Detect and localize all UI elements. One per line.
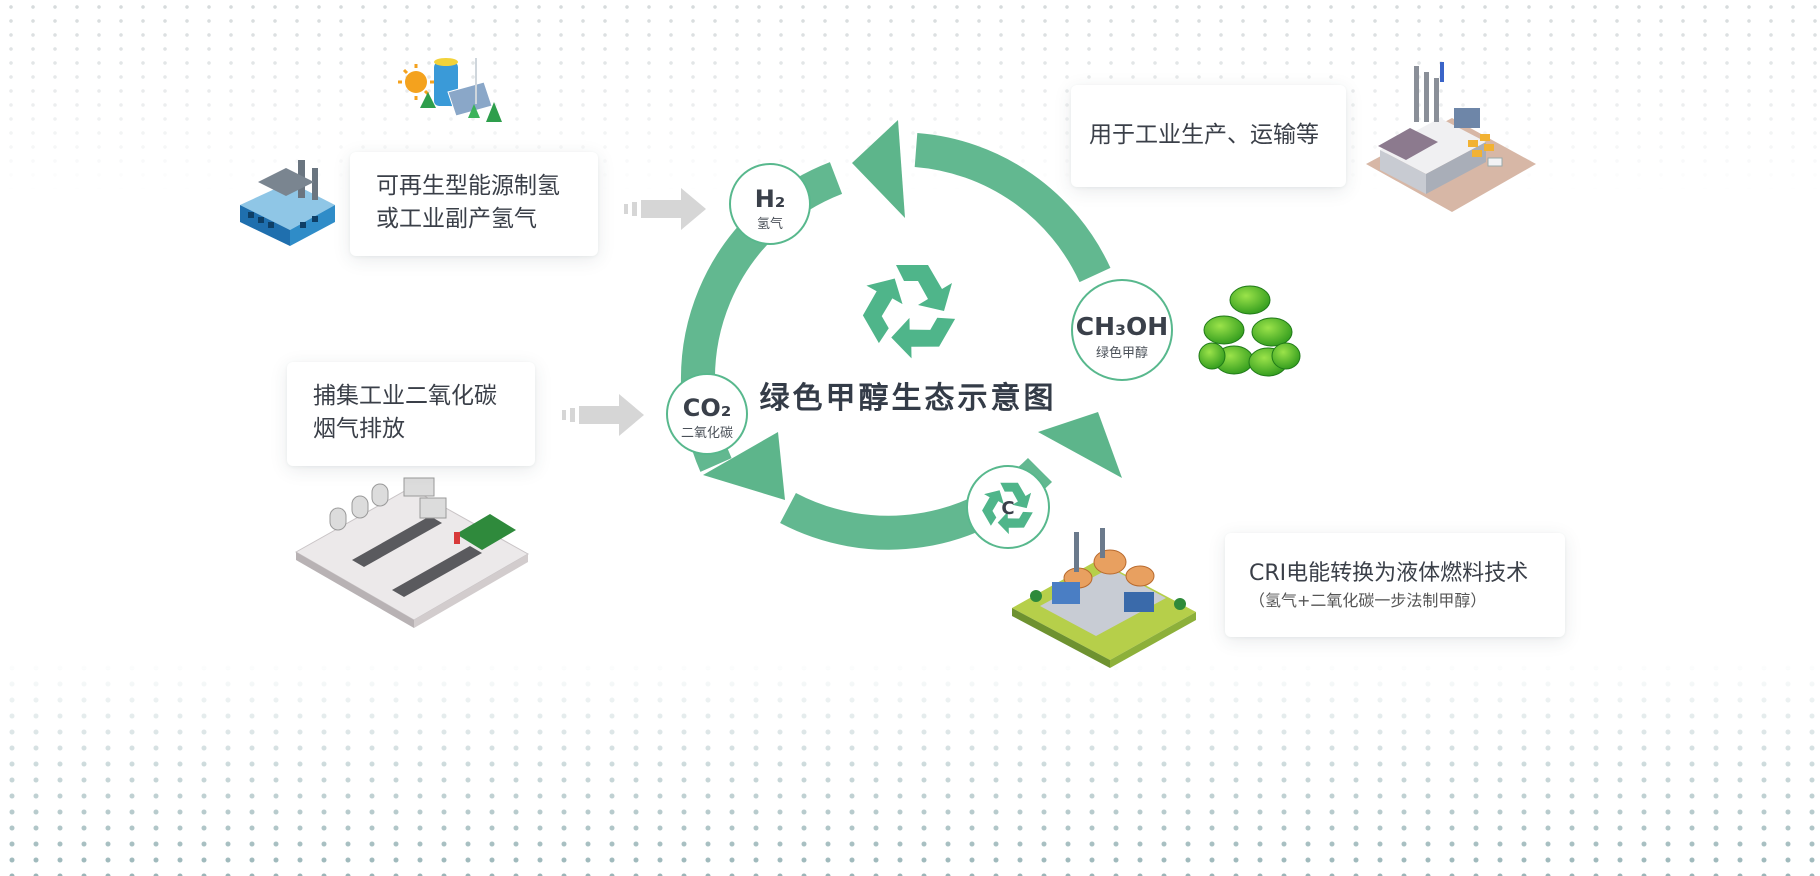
node-methanol: CH₃OH 绿色甲醇 (1071, 279, 1173, 381)
chemical-plant-icon (294, 477, 530, 628)
cycle-arrowheads (703, 120, 1122, 500)
cri-line1: CRI电能转换为液体燃料技术 (1249, 561, 1529, 586)
factory-icon (240, 160, 335, 246)
node-h2-label: 氢气 (757, 216, 783, 232)
refinery-icon (1012, 528, 1196, 668)
cri-line2: （氢气+二氧化碳一步法制甲醇） (1249, 591, 1487, 610)
node-methanol-formula: CH₃OH (1076, 312, 1168, 341)
co2-source-card: 捕集工业二氧化碳 烟气排放 (287, 362, 535, 466)
recycle-icon (850, 265, 956, 368)
node-carbon: C (966, 465, 1050, 549)
h2-source-line2: 或工业副产氢气 (376, 206, 537, 232)
node-co2: CO₂ 二氧化碳 (666, 373, 748, 455)
cri-technology-card: CRI电能转换为液体燃料技术 （氢气+二氧化碳一步法制甲醇） (1225, 533, 1565, 637)
arrowhead-top (852, 120, 905, 218)
node-h2-formula: H₂ (755, 185, 786, 213)
industrial-facility-icon (1366, 62, 1536, 212)
renewable-energy-icon (398, 58, 502, 122)
h2-source-card: 可再生型能源制氢 或工业副产氢气 (350, 152, 598, 256)
diagram-title: 绿色甲醇生态示意图 (760, 381, 1057, 416)
co2-source-line2: 烟气排放 (313, 416, 405, 442)
arrowhead-left (703, 432, 785, 500)
input-arrow-co2 (562, 394, 644, 436)
node-co2-label: 二氧化碳 (681, 426, 733, 441)
node-h2: H₂ 氢气 (729, 163, 811, 245)
green-barrels-icon (1198, 285, 1301, 377)
co2-source-line1: 捕集工业二氧化碳 (313, 383, 497, 409)
usage-line1: 用于工业生产、运输等 (1089, 122, 1319, 148)
node-co2-formula: CO₂ (683, 394, 732, 422)
usage-card: 用于工业生产、运输等 (1071, 85, 1346, 187)
node-carbon-symbol: C (1001, 498, 1014, 519)
h2-source-line1: 可再生型能源制氢 (376, 173, 560, 199)
arrowhead-right (1038, 412, 1122, 478)
input-arrow-h2 (624, 188, 706, 230)
node-methanol-label: 绿色甲醇 (1096, 345, 1148, 361)
cycle-arc-top (914, 133, 1111, 283)
